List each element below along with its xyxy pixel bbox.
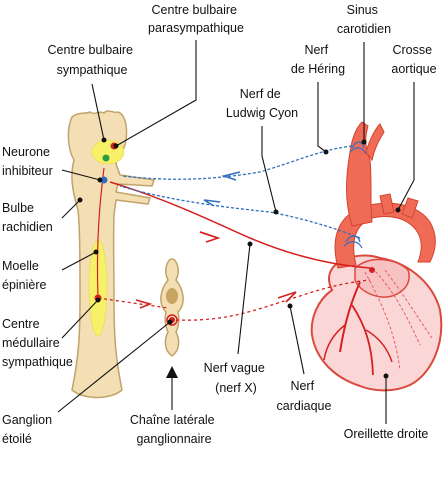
- sympathetic-neuron: [102, 154, 110, 162]
- coronary-vessel-3: [323, 324, 346, 361]
- arrowhead-chaine: [166, 366, 178, 378]
- leader-crosse: [397, 82, 415, 211]
- aortic-branch-1: [379, 193, 395, 215]
- labels: Centre bulbaire parasympathique Centre b…: [2, 3, 437, 446]
- arrow-hering: [221, 171, 241, 181]
- leader-bulbe: [61, 199, 81, 219]
- label-oreillette-droite: Oreillette droite: [344, 427, 429, 441]
- leader-lines: [57, 40, 415, 424]
- spinal-cord: [67, 110, 155, 399]
- leader-ganglion: [57, 321, 171, 413]
- baroreceptor-carotid: [349, 141, 367, 155]
- label-centre-sympathique: Centre bulbaire sympathique: [48, 43, 137, 77]
- leader-parasympathique: [115, 40, 197, 147]
- arrow-cardiac: [277, 291, 297, 303]
- baroreceptor-aortic: [343, 235, 363, 249]
- leader-vague: [237, 243, 251, 355]
- dot-moelle: [93, 249, 99, 255]
- label-chaine-laterale: Chaîne latérale ganglionnaire: [130, 413, 218, 446]
- leader-medullaire: [61, 299, 99, 339]
- label-nerf-vague: Nerf vague (nerf X): [204, 361, 269, 395]
- dot-ludwig: [273, 209, 279, 215]
- arrow-sympathetic: [135, 299, 153, 309]
- label-centre-medullaire: Centre médullaire sympathique: [2, 317, 73, 369]
- arrow-ludwig: [203, 199, 221, 207]
- leader-cardiaque: [289, 305, 305, 375]
- medulla-and-spinal-cord: [67, 110, 155, 399]
- carotid-artery: [346, 121, 373, 227]
- inhibitory-neuron: [100, 176, 108, 184]
- label-ganglion-etoile: Ganglion étoilé: [2, 413, 56, 446]
- leader-ludwig: [261, 126, 277, 213]
- dot-bulbe: [77, 197, 83, 203]
- label-neurone-inhibiteur: Neurone inhibiteur: [2, 145, 53, 178]
- label-sinus-carotidien: Sinus carotidien: [337, 3, 391, 36]
- dot-neurone: [97, 177, 103, 183]
- label-nerf-cardiaque: Nerf cardiaque: [277, 379, 332, 413]
- ludwig-cyon-nerve-pathway: [119, 185, 361, 239]
- vagus-nerve-pathway: [109, 181, 371, 269]
- leader-neurone: [61, 169, 101, 181]
- label-nerf-ludwig-cyon: Nerf de Ludwig Cyon: [226, 87, 298, 120]
- label-nerf-hering: Nerf de Héring: [291, 43, 345, 76]
- nerve-pathways: [94, 141, 375, 323]
- dot-medullaire: [95, 297, 101, 303]
- label-bulbe-rachidien: Bulbe rachidien: [2, 201, 53, 234]
- sympathetic-chain: [160, 258, 184, 357]
- dot-hering: [323, 149, 329, 155]
- ganglion-core: [166, 288, 178, 304]
- dot-parasympathique: [113, 143, 119, 149]
- label-centre-parasympathique: Centre bulbaire parasympathique: [148, 3, 244, 35]
- dot-ganglion: [167, 319, 173, 325]
- atrial-ending: [369, 267, 375, 273]
- dot-sympathique: [101, 137, 107, 143]
- cardiac-nerve-pathway: [175, 279, 371, 321]
- cardiac-nerve-fibers: [364, 267, 433, 371]
- heart-body: [310, 254, 443, 392]
- dot-sinus: [361, 139, 367, 145]
- arrow-vagus-shaft: [199, 231, 219, 239]
- leader-moelle: [61, 251, 97, 271]
- carotid-branch: [365, 123, 385, 162]
- coronary-vessel-1: [339, 281, 361, 353]
- coronary-vessel-4: [365, 329, 393, 363]
- right-atrium: [354, 258, 410, 298]
- coronary-vessel-2: [351, 304, 374, 376]
- aortic-branch-2: [401, 197, 419, 219]
- dot-oreillette: [383, 373, 389, 379]
- label-crosse-aortique: Crosse aortique: [391, 43, 436, 76]
- dot-cardiaque: [287, 303, 293, 309]
- aorta-and-carotid: [334, 121, 436, 269]
- chain-ganglia: [160, 258, 184, 357]
- leader-hering: [317, 82, 327, 153]
- leader-dots: [77, 137, 401, 379]
- dot-crosse: [395, 207, 401, 213]
- dot-vague: [247, 241, 253, 247]
- leader-sympathique: [91, 83, 105, 141]
- hering-nerve-pathway: [121, 145, 353, 180]
- heart: [310, 254, 443, 392]
- label-moelle-epiniere: Moelle épinière: [2, 259, 47, 292]
